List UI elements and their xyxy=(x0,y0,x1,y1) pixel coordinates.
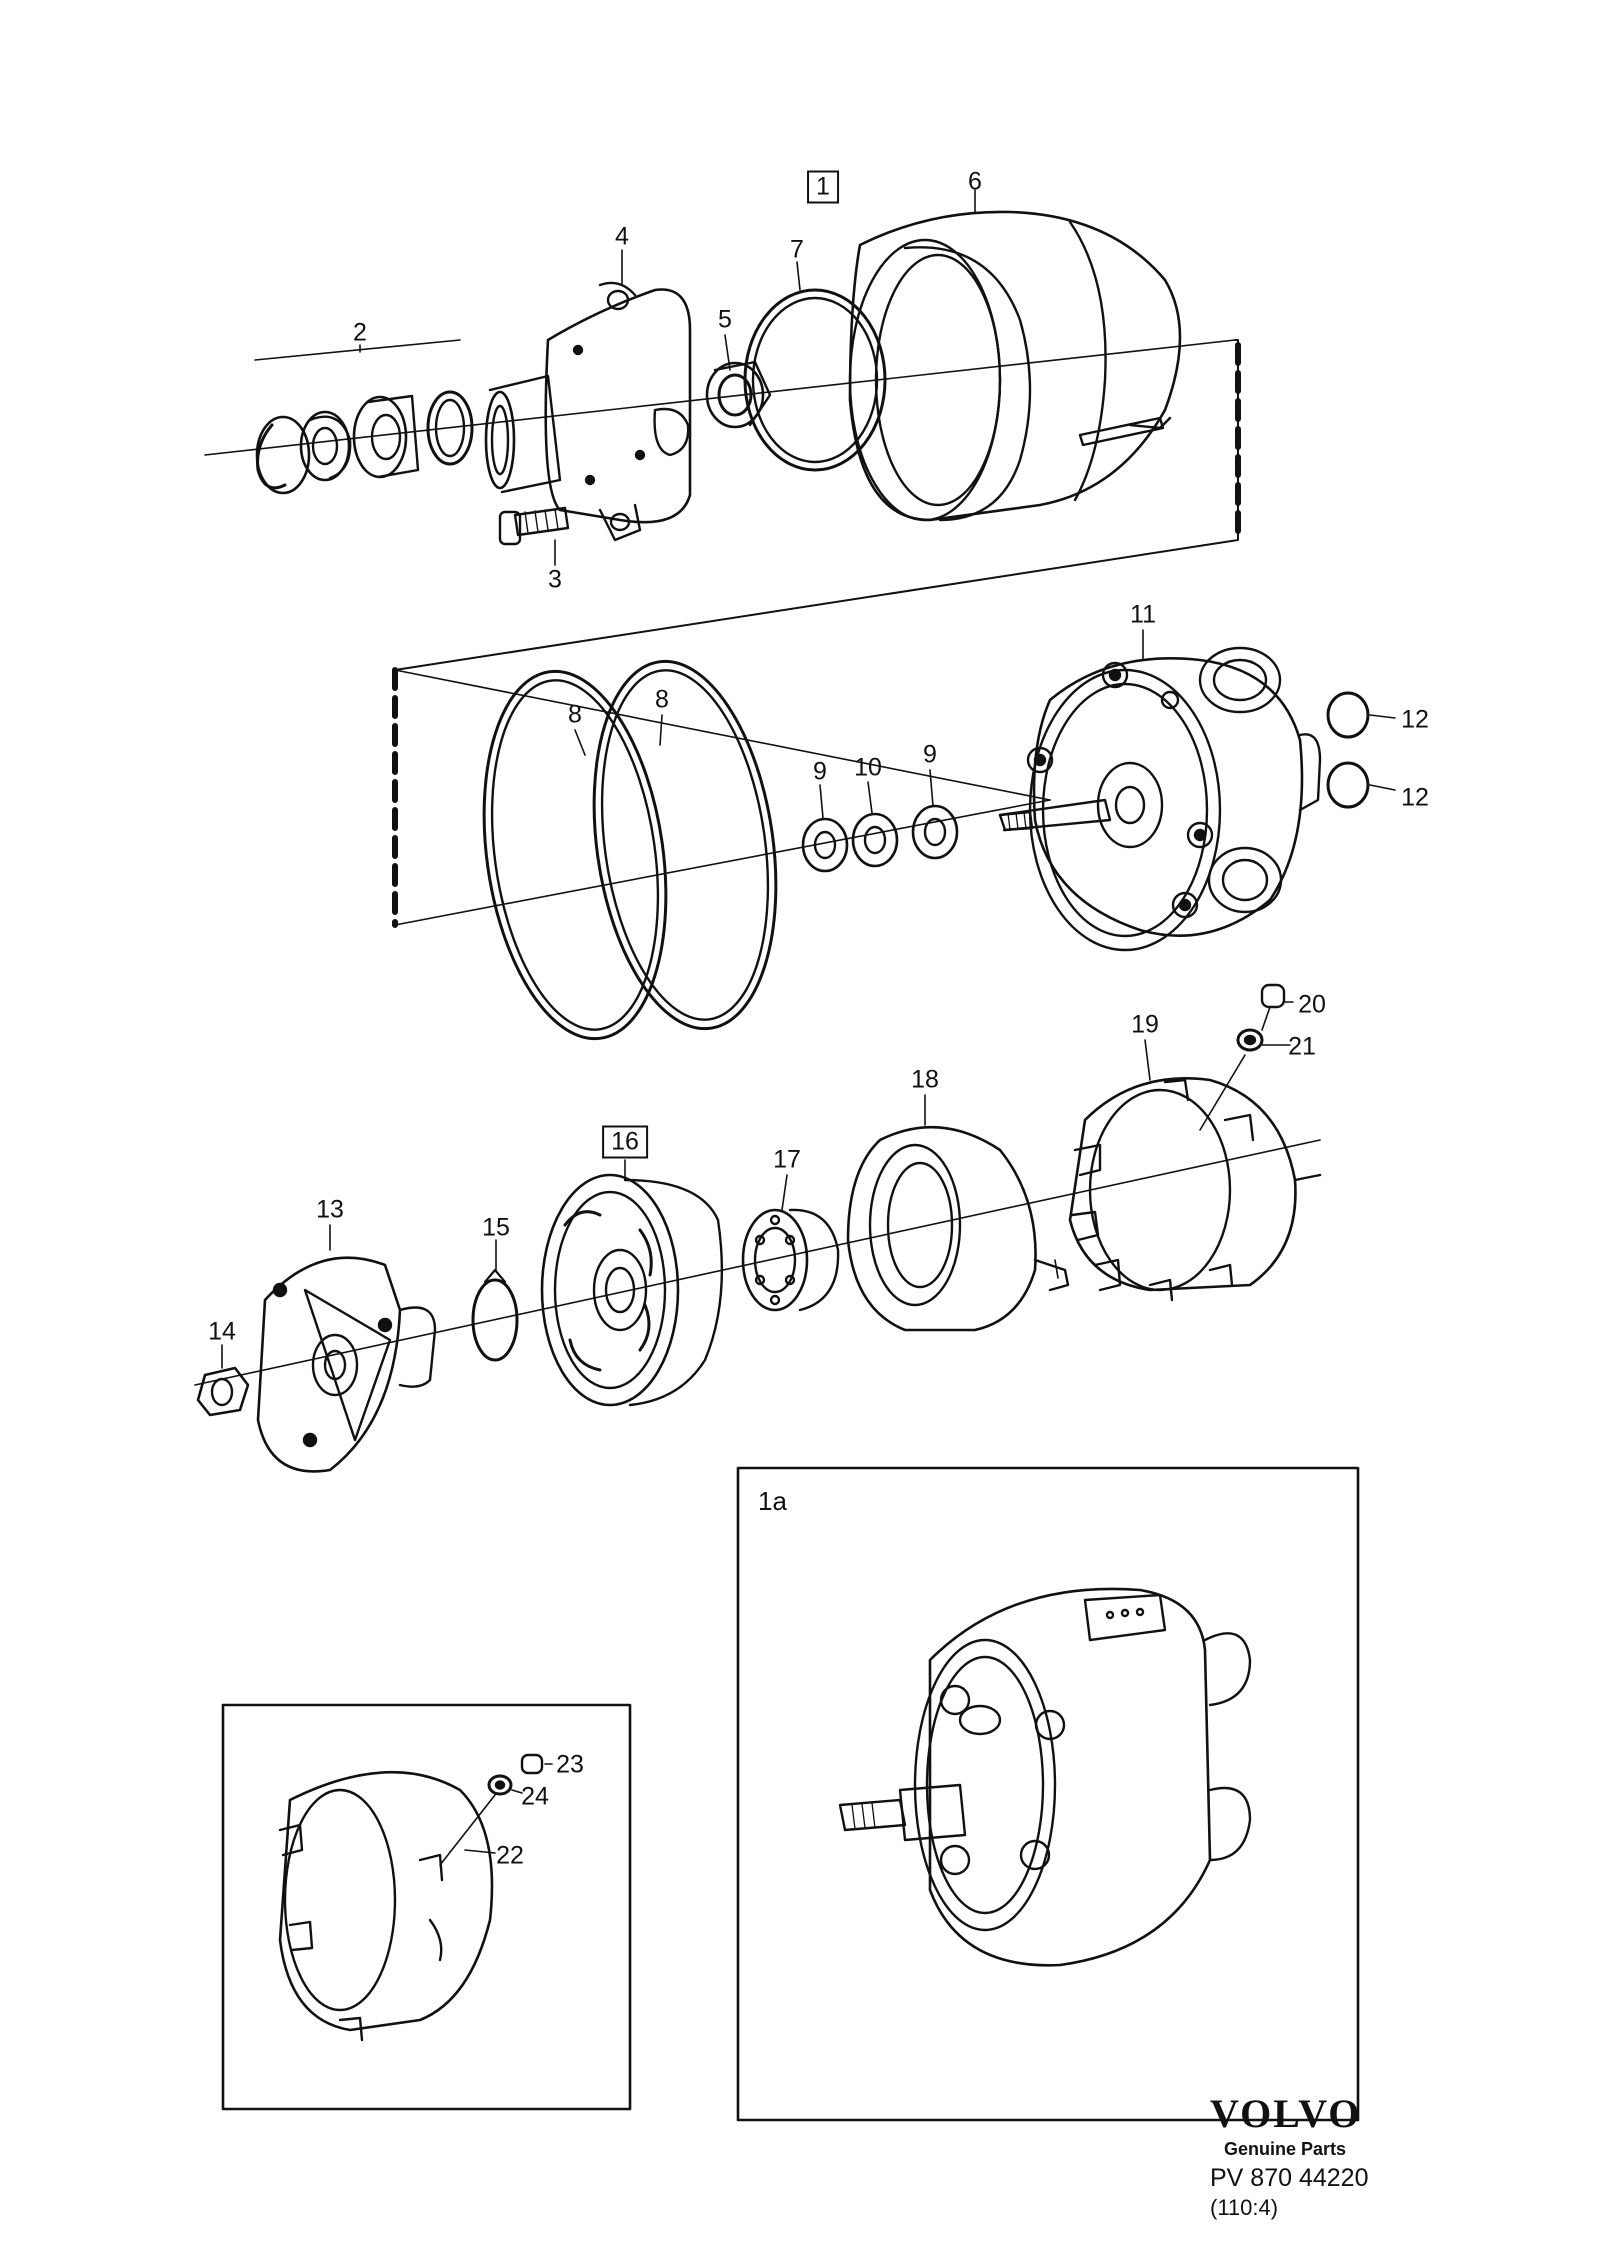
part-label-10: 10 xyxy=(854,753,882,782)
part-label-22: 22 xyxy=(496,1841,524,1870)
part-label-23: 23 xyxy=(556,1750,584,1779)
row-3-assembly xyxy=(194,983,1322,1473)
brand-block: VOLVO Genuine Parts PV 870 44220 (110:4) xyxy=(1210,2090,1368,2221)
part-label-4: 4 xyxy=(615,222,629,251)
diagram-code: (110:4) xyxy=(1210,2195,1279,2220)
volvo-logo: VOLVO xyxy=(1210,2091,1362,2136)
leader-lines xyxy=(221,189,1396,1369)
inset-cover-variant xyxy=(221,1703,632,2111)
part-label-3: 3 xyxy=(548,565,562,594)
part-label-11: 11 xyxy=(1130,600,1156,629)
part-label-1-boxed: 1 xyxy=(807,170,839,204)
part-label-21: 21 xyxy=(1288,1032,1316,1061)
part-label-15: 15 xyxy=(482,1213,510,1242)
part-label-13: 13 xyxy=(316,1195,344,1224)
part-label-17: 17 xyxy=(773,1145,801,1174)
brand-tagline: Genuine Parts xyxy=(1224,2139,1347,2159)
part-label-12-lower: 12 xyxy=(1401,783,1429,812)
part-label-7: 7 xyxy=(790,235,804,264)
part-label-24: 24 xyxy=(521,1782,549,1811)
part-label-14: 14 xyxy=(208,1317,236,1346)
part-label-2: 2 xyxy=(353,318,367,347)
part-label-8-left: 8 xyxy=(568,700,582,729)
part-label-9-left: 9 xyxy=(813,757,827,786)
row-1-assembly xyxy=(204,210,1241,671)
inset-label-1a: 1a xyxy=(758,1486,787,1516)
part-label-16-boxed: 16 xyxy=(602,1125,648,1159)
part-label-8-right: 8 xyxy=(655,685,669,714)
inset-compressor-assembled xyxy=(736,1466,1360,2122)
part-label-18: 18 xyxy=(911,1065,939,1094)
part-label-20: 20 xyxy=(1298,990,1326,1019)
row-2-assembly xyxy=(392,646,1370,1041)
part-label-5: 5 xyxy=(718,305,732,334)
part-reference-number: PV 870 44220 xyxy=(1210,2164,1369,2192)
part-label-12-upper: 12 xyxy=(1401,705,1429,734)
part-label-6: 6 xyxy=(968,167,982,196)
part-label-9-right: 9 xyxy=(923,740,937,769)
part-label-19: 19 xyxy=(1131,1010,1159,1039)
